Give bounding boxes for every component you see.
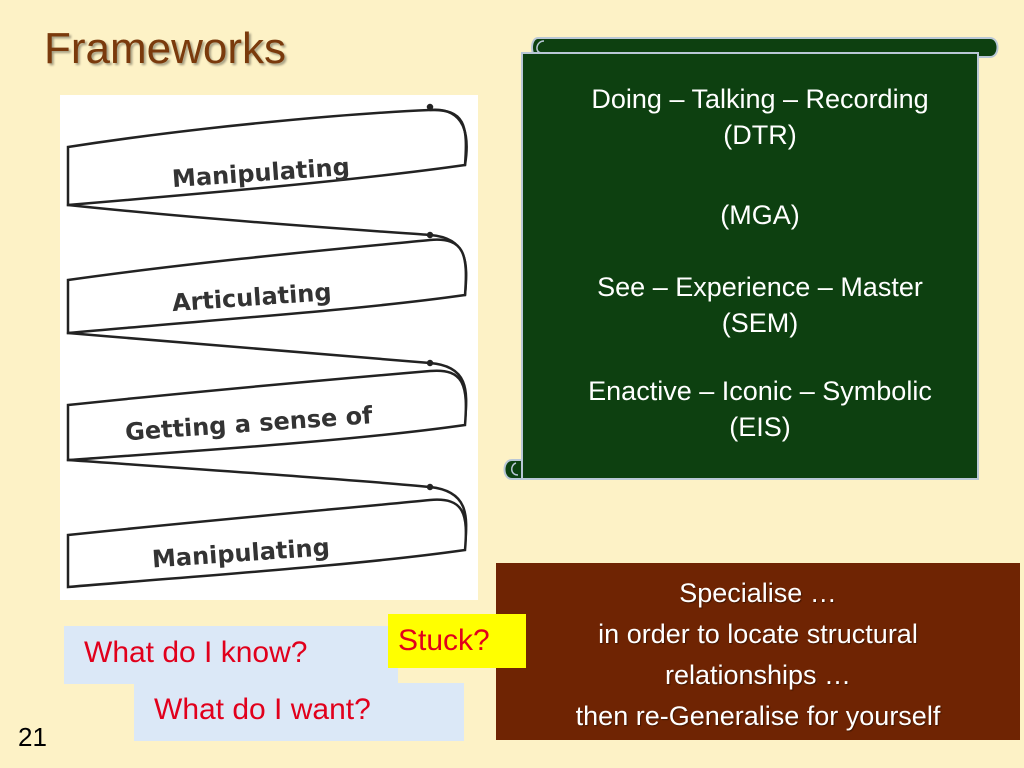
eis-acronym: (EIS) xyxy=(729,412,791,442)
specialise-line-4: then re-Generalise for yourself xyxy=(575,701,941,731)
specialise-line-1: Specialise … xyxy=(679,578,837,608)
eis-heading: Enactive – Iconic – Symbolic xyxy=(588,376,932,406)
spiral-drawing: Manipulating Articulating Getting a sens… xyxy=(66,103,468,589)
dtr-acronym: (DTR) xyxy=(723,120,797,150)
scroll-shape xyxy=(503,37,999,480)
mga-acronym: (MGA) xyxy=(720,200,800,230)
specialise-box: Specialise … in order to locate structur… xyxy=(496,563,1020,740)
what-do-i-know-text: What do I know? xyxy=(84,636,308,669)
slide-title: Frameworks xyxy=(44,24,287,73)
what-do-i-know-box: What do I know? xyxy=(64,626,398,684)
specialise-line-2: in order to locate structural xyxy=(598,619,918,649)
stuck-box: Stuck? xyxy=(388,614,526,668)
sem-heading: See – Experience – Master xyxy=(597,272,923,302)
what-do-i-want-text: What do I want? xyxy=(154,693,371,726)
what-do-i-want-box: What do I want? xyxy=(134,683,464,741)
dtr-heading: Doing – Talking – Recording xyxy=(591,84,929,114)
spiral-diagram: Manipulating Articulating Getting a sens… xyxy=(60,95,478,600)
frameworks-scroll xyxy=(500,35,1002,485)
stuck-text: Stuck? xyxy=(398,624,490,657)
specialise-line-3: relationships … xyxy=(664,660,852,690)
sem-acronym: (SEM) xyxy=(721,308,799,338)
page-number: 21 xyxy=(18,722,47,752)
